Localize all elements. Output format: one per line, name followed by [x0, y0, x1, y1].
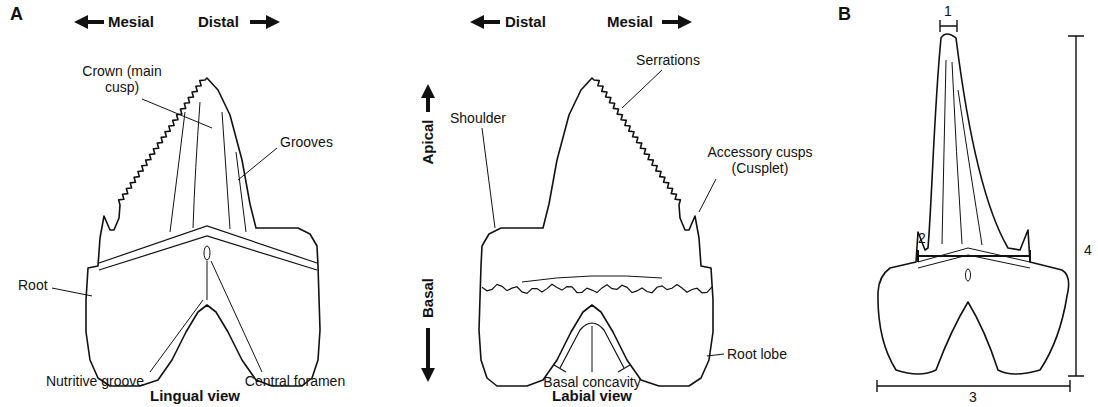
lingual-tooth — [86, 78, 320, 386]
direction-label: Distal — [198, 14, 239, 30]
dimension-number: 4 — [1084, 242, 1092, 258]
leader-lines — [52, 70, 724, 372]
enamel-line — [482, 284, 712, 293]
part-label: Root lobe — [727, 346, 787, 362]
panel-letter: A — [10, 6, 23, 22]
panel-letter: B — [838, 6, 851, 22]
part-label: Nutritive groove — [46, 373, 144, 389]
part-label: Shoulder — [450, 110, 506, 126]
labial-tooth — [479, 78, 713, 386]
part-label: Root — [18, 277, 48, 293]
part-label: Central foramen — [245, 373, 345, 389]
part-label: Accessory cusps (Cusplet) — [698, 144, 822, 176]
direction-label: Mesial — [607, 14, 653, 30]
direction-label: Basal — [420, 278, 436, 318]
direction-label: Apical — [420, 119, 436, 164]
lingual-details — [99, 102, 317, 300]
part-label: Crown (main cusp) — [80, 63, 164, 95]
tooth-b — [878, 34, 1069, 374]
dimension-lines — [877, 20, 1084, 392]
direction-label: Distal — [505, 14, 546, 30]
part-label: Serrations — [636, 52, 700, 68]
direction-label: Mesial — [108, 14, 154, 30]
view-title: Labial view — [552, 388, 632, 404]
labial-details — [482, 276, 712, 372]
dimension-number: 2 — [918, 230, 926, 246]
direction-arrows — [86, 22, 680, 370]
dimension-number: 1 — [944, 3, 952, 19]
dimension-number: 3 — [969, 389, 977, 405]
view-title: Lingual view — [150, 388, 240, 404]
part-label: Grooves — [280, 134, 333, 150]
